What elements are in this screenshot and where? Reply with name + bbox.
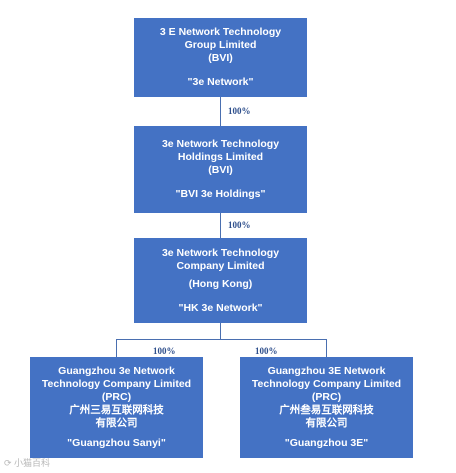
entity-jurisdiction: (BVI) [208, 164, 233, 176]
entity-3e-network: 3 E Network Technology Group Limited (BV… [134, 18, 307, 97]
entity-guangzhou-sanyi: Guangzhou 3e Network Technology Company … [30, 357, 203, 458]
entity-short-name: "HK 3e Network" [178, 301, 263, 314]
entity-chinese-name: 有限公司 [95, 417, 138, 429]
entity-name-line: Technology Company Limited [251, 378, 402, 390]
connector-line [116, 339, 117, 357]
entity-short-name: "BVI 3e Holdings" [175, 188, 266, 200]
entity-short-name: "Guangzhou Sanyi" [67, 437, 166, 449]
ownership-label: 100% [228, 106, 251, 116]
entity-jurisdiction: (Hong Kong) [188, 277, 253, 290]
entity-jurisdiction: (PRC) [311, 391, 342, 403]
ownership-label: 100% [153, 346, 176, 356]
entity-name-line: Holdings Limited [177, 151, 264, 163]
ownership-label: 100% [255, 346, 278, 356]
entity-name-line: 3 E Network Technology [159, 26, 282, 38]
entity-hk-3e-network: 3e Network Technology Company Limited (H… [134, 238, 307, 323]
entity-name-line: 3e Network Technology [161, 246, 280, 259]
connector-line [220, 213, 221, 238]
entity-name-line: Guangzhou 3e Network [58, 365, 175, 377]
entity-short-name: "3e Network" [187, 76, 254, 88]
connector-line [220, 323, 221, 339]
entity-name-line: 3e Network Technology [161, 138, 280, 150]
entity-jurisdiction: (BVI) [208, 52, 233, 64]
entity-chinese-name: 有限公司 [305, 417, 348, 429]
connector-line [116, 339, 327, 340]
entity-name-line: Technology Company Limited [41, 378, 192, 390]
entity-chinese-name: 广州叁易互联网科技 [279, 404, 374, 416]
entity-name-line: Group Limited [184, 39, 257, 51]
entity-name-line: Guangzhou 3E Network [267, 365, 386, 377]
entity-bvi-3e-holdings: 3e Network Technology Holdings Limited (… [134, 126, 307, 213]
entity-jurisdiction: (PRC) [101, 391, 132, 403]
entity-chinese-name: 广州三易互联网科技 [69, 404, 164, 416]
entity-name-line: Company Limited [176, 259, 265, 272]
ownership-label: 100% [228, 220, 251, 230]
entity-guangzhou-3e: Guangzhou 3E Network Technology Company … [240, 357, 413, 458]
watermark: ⟳ 小猫百科 [4, 458, 51, 468]
connector-line [326, 339, 327, 357]
entity-short-name: "Guangzhou 3E" [284, 437, 369, 449]
connector-line [220, 97, 221, 126]
